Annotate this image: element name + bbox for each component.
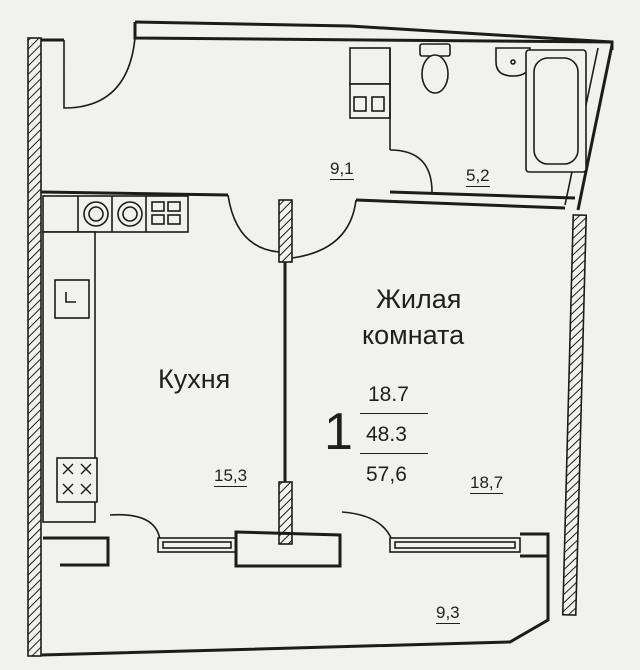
balcony-outline (40, 556, 550, 657)
kitchen-counter-top (42, 195, 189, 233)
counter-divider (77, 196, 147, 232)
appliance-circle-1b (88, 206, 104, 222)
summary-total-area: 48.3 (366, 423, 407, 446)
summary-divider-2 (360, 453, 428, 454)
balcony-area-label: 9,3 (436, 603, 460, 624)
living-door-swing (291, 199, 357, 259)
kitchen-bottom-wall (43, 536, 110, 567)
wardrobe-shelf-2 (371, 96, 385, 112)
kitchen-top-wall (40, 190, 229, 197)
bathroom-sink (495, 47, 531, 77)
right-exterior-wall (561, 214, 588, 616)
middle-bottom-wall (234, 530, 342, 568)
kitchen-sink (54, 279, 90, 319)
toilet-bowl (421, 54, 449, 94)
living-top-wall (355, 198, 566, 210)
summary-total-with-balcony: 57,6 (366, 463, 407, 486)
hall-area-label: 9,1 (330, 159, 354, 180)
living-area-label: 18,7 (470, 473, 504, 494)
bathtub-inner (533, 57, 579, 165)
appliance-circle-2 (117, 201, 143, 227)
kitchen-area-label: 15,3 (214, 466, 248, 487)
bathroom-bottom-wall (389, 190, 576, 200)
living-room-name-line1: Жилая (376, 284, 462, 314)
wardrobe-shelf-1 (353, 96, 367, 112)
right-upper-wall (576, 44, 614, 211)
wardrobe-top (349, 47, 391, 85)
kitchen-name: Кухня (158, 364, 231, 394)
summary-living-area: 18.7 (368, 383, 409, 406)
appliance-circle-2b (122, 206, 138, 222)
living-room-name-line2: комната (362, 320, 465, 350)
top-right-wall (134, 20, 613, 44)
sink-drain (510, 59, 516, 65)
counter-drawer-4 (167, 214, 181, 225)
bathroom-area-label: 5,2 (466, 166, 490, 187)
balcony-door-swing-right (341, 511, 393, 541)
kitchen-window-inner (162, 541, 232, 549)
living-window-inner (394, 541, 516, 549)
entrance-door-swing (63, 37, 136, 109)
summary-divider-1 (360, 413, 428, 414)
appliance-circle-1 (83, 201, 109, 227)
left-exterior-wall (27, 37, 42, 657)
counter-drawer-2 (151, 214, 165, 225)
bathroom-door-swing (389, 149, 433, 193)
counter-drawer-1 (151, 201, 165, 212)
living-bottom-right-wall (520, 532, 550, 558)
partition-hatch-top (278, 199, 293, 263)
kitchen-door-swing (227, 194, 280, 253)
stove-burners (62, 463, 92, 495)
counter-drawer-3 (167, 201, 181, 212)
balcony-door-swing-left (109, 513, 161, 541)
rooms-count: 1 (324, 403, 353, 461)
kitchen-faucet (65, 292, 76, 303)
